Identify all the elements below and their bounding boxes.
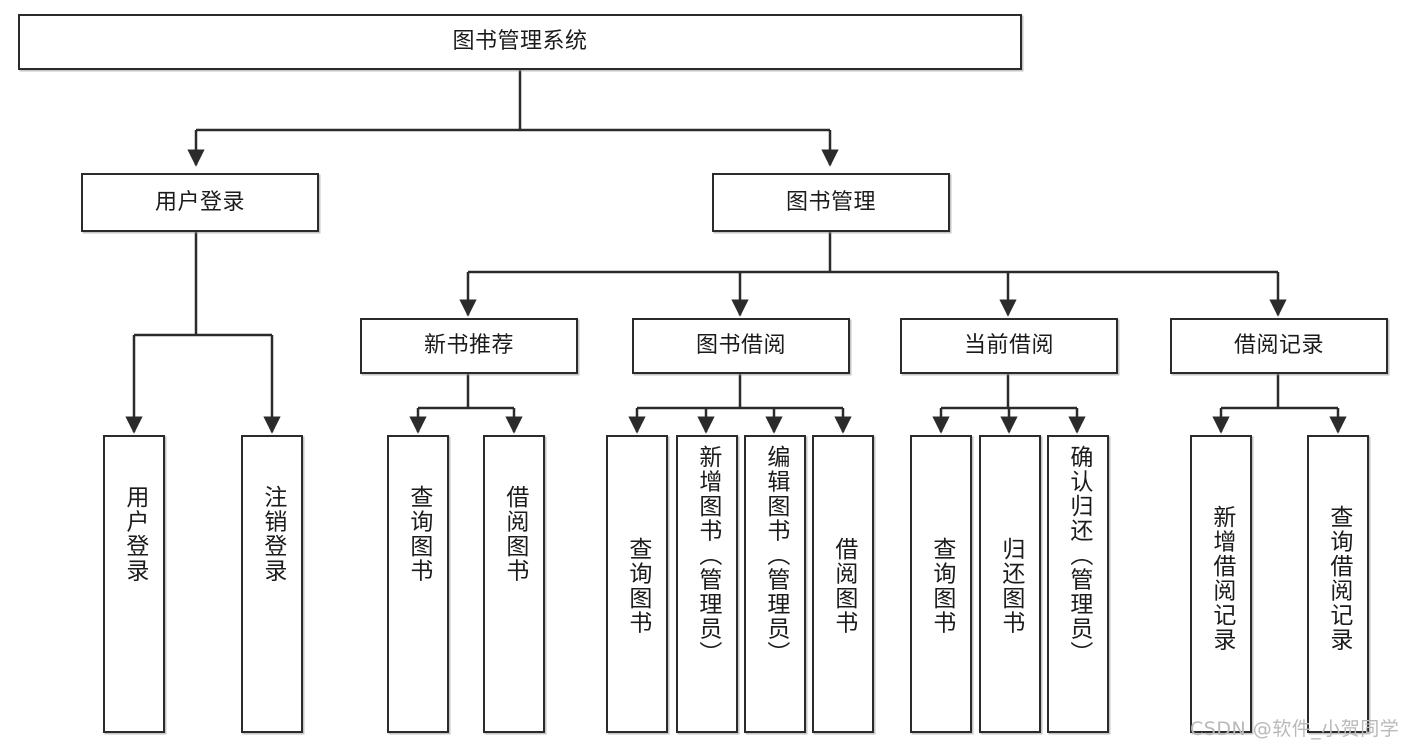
node-leaf-add-book-admin-label: 新增图书（管理员） (694, 445, 721, 666)
node-leaf-query-borrow-record-label: 查询借阅记录 (1325, 505, 1352, 652)
node-root[interactable]: 图书管理系统 (18, 14, 1022, 70)
node-leaf-logout-login[interactable]: 注销登录 (241, 435, 303, 733)
node-new-book-rec[interactable]: 新书推荐 (360, 318, 578, 374)
node-current-borrow-label: 当前借阅 (963, 333, 1054, 359)
node-leaf-edit-book-admin[interactable]: 编辑图书（管理员） (744, 435, 806, 733)
node-book-manage-label: 图书管理 (785, 189, 876, 215)
node-leaf-user-login-label: 用户登录 (121, 485, 148, 583)
node-root-label: 图书管理系统 (452, 29, 588, 55)
node-leaf-confirm-return-admin[interactable]: 确认归还（管理员） (1047, 435, 1109, 733)
node-leaf-add-book-admin[interactable]: 新增图书（管理员） (676, 435, 738, 733)
node-current-borrow[interactable]: 当前借阅 (900, 318, 1118, 374)
node-leaf-query-book-3-label: 查询图书 (928, 537, 955, 635)
node-leaf-query-book-2[interactable]: 查询图书 (606, 435, 668, 733)
node-leaf-borrow-book-1-label: 借阅图书 (501, 485, 528, 583)
node-user-login-label: 用户登录 (154, 189, 245, 215)
node-book-borrow[interactable]: 图书借阅 (632, 318, 850, 374)
node-leaf-edit-book-admin-label: 编辑图书（管理员） (762, 445, 789, 666)
node-leaf-query-book-2-label: 查询图书 (624, 537, 651, 635)
node-borrow-record-label: 借阅记录 (1233, 333, 1324, 359)
node-leaf-add-borrow-record[interactable]: 新增借阅记录 (1190, 435, 1252, 733)
node-leaf-return-book[interactable]: 归还图书 (979, 435, 1041, 733)
node-leaf-add-borrow-record-label: 新增借阅记录 (1208, 505, 1235, 652)
node-book-borrow-label: 图书借阅 (695, 333, 786, 359)
node-leaf-return-book-label: 归还图书 (997, 537, 1024, 635)
csdn-watermark: CSDN @软件_小贺同学 (1190, 718, 1400, 740)
node-new-book-rec-label: 新书推荐 (423, 333, 514, 359)
node-leaf-confirm-return-admin-label: 确认归还（管理员） (1065, 445, 1092, 666)
node-leaf-query-book-1[interactable]: 查询图书 (387, 435, 449, 733)
node-leaf-query-book-1-label: 查询图书 (405, 485, 432, 583)
node-leaf-query-borrow-record[interactable]: 查询借阅记录 (1307, 435, 1369, 733)
node-leaf-borrow-book-1[interactable]: 借阅图书 (483, 435, 545, 733)
node-leaf-borrow-book-2-label: 借阅图书 (830, 537, 857, 635)
node-leaf-logout-login-label: 注销登录 (259, 485, 286, 583)
node-leaf-borrow-book-2[interactable]: 借阅图书 (812, 435, 874, 733)
node-borrow-record[interactable]: 借阅记录 (1170, 318, 1388, 374)
node-book-manage[interactable]: 图书管理 (712, 173, 950, 232)
node-user-login[interactable]: 用户登录 (81, 173, 319, 232)
node-leaf-query-book-3[interactable]: 查询图书 (910, 435, 972, 733)
node-leaf-user-login[interactable]: 用户登录 (103, 435, 165, 733)
